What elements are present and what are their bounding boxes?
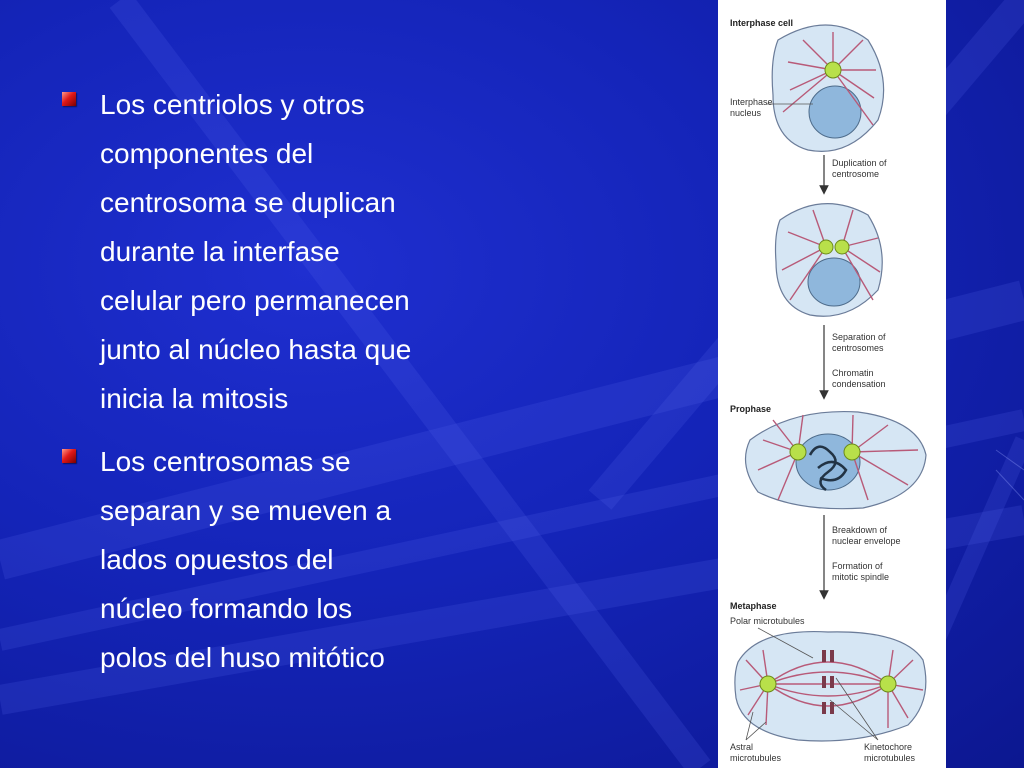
metaphase-title: Metaphase [730,601,777,611]
astral-microtubules-label: Astral [730,742,753,752]
prophase-title: Prophase [730,404,771,414]
kinetochore-microtubules-label: microtubules [864,753,916,763]
interphase-nucleus-label: Interphase [730,97,773,107]
breakdown-label: Breakdown of [832,525,888,535]
spindle-label: mitotic spindle [832,572,889,582]
polar-microtubules-label: Polar microtubules [730,616,805,626]
interphase-nucleus-label: nucleus [730,108,762,118]
duplicated-centrosome-cell [774,203,883,317]
bullet-marker-icon [62,92,76,106]
breakdown-label: nuclear envelope [832,536,901,546]
astral-microtubules-label: microtubules [730,753,782,763]
bullet-text: Los centrosomas se separan y se mueven a… [100,446,392,673]
bullet-marker-icon [62,449,76,463]
bullet-list: Los centriolos y otros componentes del c… [62,80,502,696]
mitosis-diagram: Interphase cell Interphase nucleus Dupli… [730,18,927,763]
separation-label: centrosomes [832,343,884,353]
duplication-label: Duplication of [832,158,887,168]
interphase-cell [771,24,885,152]
interphase-title: Interphase cell [730,18,793,28]
chromatin-label: Chromatin [832,368,874,378]
prophase-cell [744,410,927,510]
kinetochore-microtubules-label: Kinetochore [864,742,912,752]
separation-label: Separation of [832,332,886,342]
bullet-text: Los centriolos y otros componentes del c… [100,89,412,414]
bullet-item: Los centriolos y otros componentes del c… [62,80,502,423]
mitosis-figure: Interphase cell Interphase nucleus Dupli… [718,0,946,768]
chromatin-label: condensation [832,379,886,389]
bullet-item: Los centrosomas se separan y se mueven a… [62,437,502,682]
duplication-label: centrosome [832,169,879,179]
spindle-label: Formation of [832,561,883,571]
metaphase-cell [734,630,927,742]
